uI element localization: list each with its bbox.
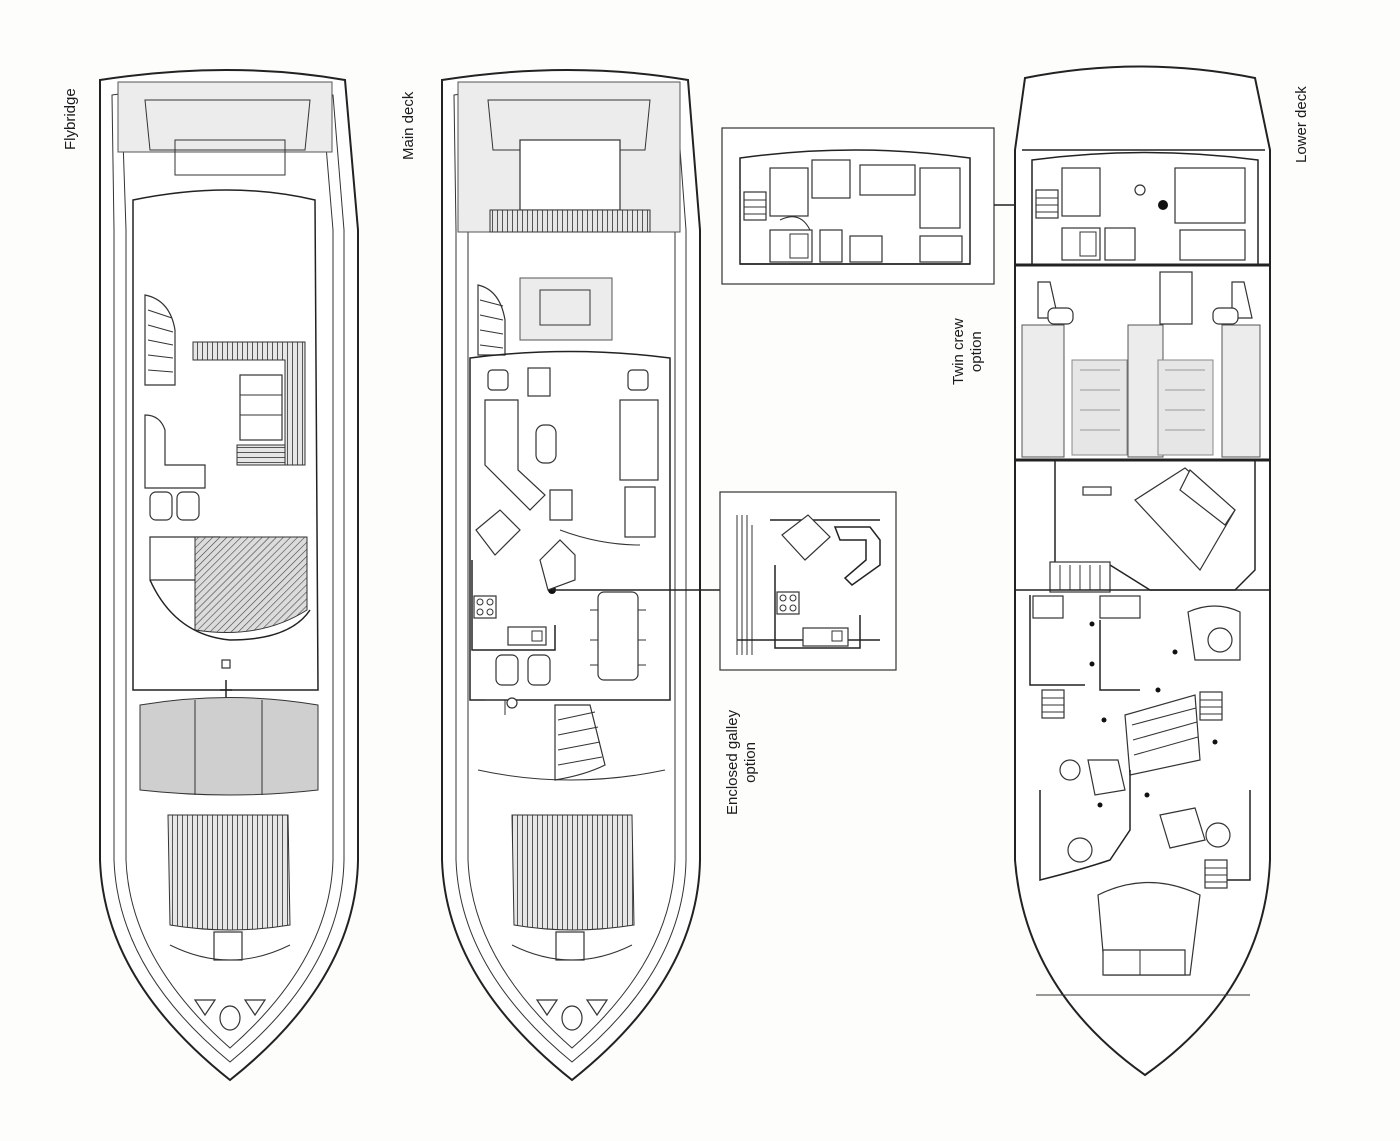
main-deck-plan — [441, 69, 720, 1082]
enclosed-galley-option-label: Enclosed galley option — [724, 710, 760, 815]
enclosed-galley-option-inset — [719, 491, 897, 671]
main-deck-label: Main deck — [400, 91, 417, 160]
twin-crew-option-label: Twin crew option — [950, 318, 986, 385]
lower-deck-plan — [1014, 65, 1271, 1077]
twin-crew-label-line1: Twin crew — [950, 318, 967, 385]
flybridge-label: Flybridge — [62, 88, 79, 150]
twin-crew-option-inset — [721, 127, 1040, 285]
flybridge-plan — [99, 69, 359, 1082]
enclosed-galley-label-line2: option — [742, 742, 759, 783]
twin-crew-label-line2: option — [968, 331, 985, 373]
enclosed-galley-label-line1: Enclosed galley — [724, 709, 741, 815]
lower-deck-label: Lower deck — [1293, 86, 1310, 163]
